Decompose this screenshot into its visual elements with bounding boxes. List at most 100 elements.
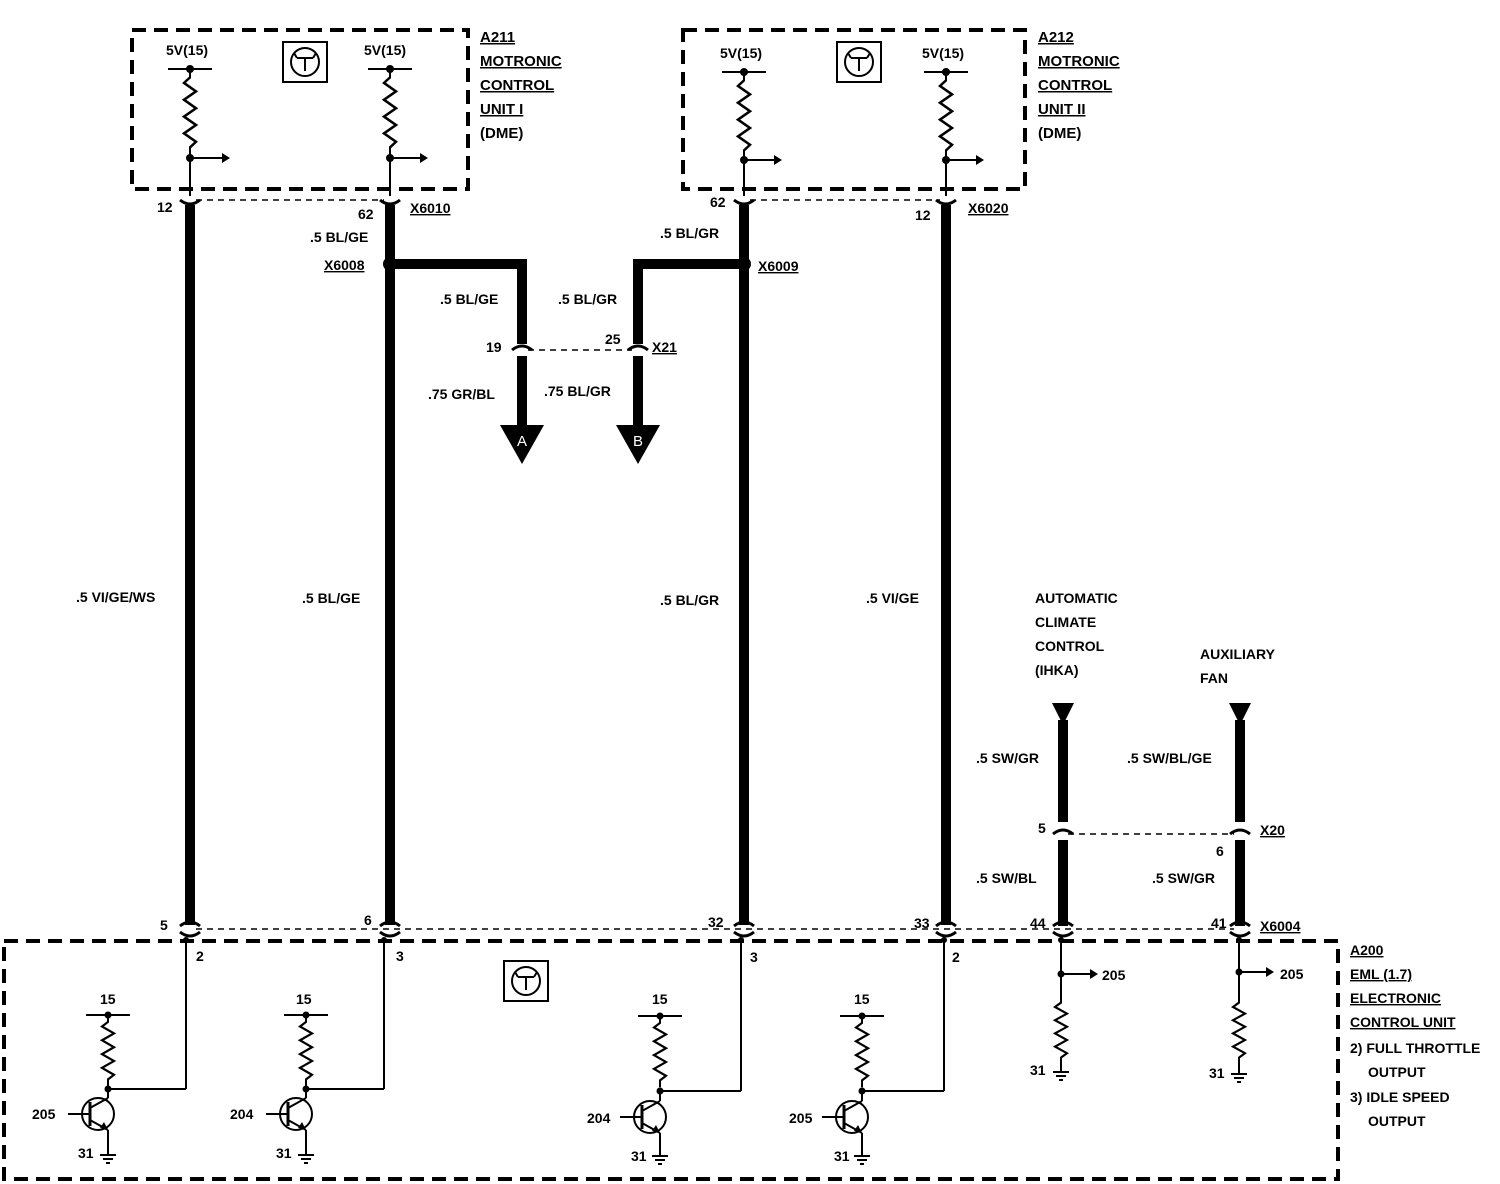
a200-note-1: 2) FULL THROTTLE — [1350, 1040, 1480, 1056]
transistor-stage-4: 15 205 31 — [789, 937, 947, 1165]
ihka-destination: AUTOMATIC CLIMATE CONTROL (IHKA) — [1035, 590, 1118, 678]
a200-note-4: OUTPUT — [1368, 1113, 1426, 1129]
pin-12-a211: 12 — [157, 199, 173, 215]
svg-text:204: 204 — [587, 1110, 611, 1126]
x21-terminal-19 — [511, 344, 533, 352]
svg-text:15: 15 — [652, 991, 668, 1007]
a212-line-3: UNIT II — [1038, 101, 1086, 118]
svg-text:31: 31 — [78, 1145, 94, 1161]
svg-text:FAN: FAN — [1200, 670, 1228, 686]
subpin-3-a: 3 — [396, 948, 404, 964]
a212-line-4: (DME) — [1038, 125, 1081, 142]
svg-text:31: 31 — [276, 1145, 292, 1161]
pin-12-a212: 12 — [915, 207, 931, 223]
label-wire-bl-gr-top: .5 BL/GR — [660, 225, 719, 241]
a212-line-2: CONTROL — [1038, 77, 1112, 94]
svg-text:31: 31 — [631, 1148, 647, 1164]
transistor-stage-1: 15 205 31 — [32, 937, 189, 1164]
a212-id: A212 — [1038, 29, 1074, 46]
pin-6: 6 — [364, 912, 372, 928]
svg-text:205: 205 — [789, 1110, 813, 1126]
a212-ic-icon — [836, 41, 882, 83]
label-wire-bl-ge: .5 BL/GE — [302, 590, 360, 606]
label-wire-vi-ge-ws: .5 VI/GE/WS — [76, 589, 155, 605]
connector-x20: X20 — [1260, 822, 1285, 838]
svg-text:31: 31 — [1030, 1062, 1046, 1078]
connector-x6009: X6009 — [758, 258, 799, 274]
label-wire-b-out: .75 BL/GR — [544, 383, 611, 399]
a211-pullup-right: 5V(15) — [364, 42, 428, 196]
a200-line-2: ELECTRONIC — [1350, 990, 1441, 1006]
subpin-3-b: 3 — [750, 949, 758, 965]
transistor-stage-2: 15 204 31 — [230, 937, 387, 1164]
a211-enclosure — [130, 28, 470, 191]
subpin-2-a: 2 — [196, 948, 204, 964]
a200-note-2: OUTPUT — [1368, 1064, 1426, 1080]
transistor-stage-3: 15 204 31 — [587, 937, 744, 1165]
pin-32: 32 — [708, 914, 724, 930]
a212-pullup-right: 5V(15) — [922, 45, 984, 196]
connector-x6004: X6004 — [1260, 918, 1301, 934]
connector-x6020: X6020 — [968, 200, 1009, 216]
svg-text:204: 204 — [230, 1106, 254, 1122]
svg-text:31: 31 — [834, 1148, 850, 1164]
wire-branch-bl-gr — [633, 259, 744, 344]
a211-id: A211 — [480, 29, 515, 46]
x21-terminal-25 — [627, 344, 649, 352]
fan-arrow-icon — [1229, 703, 1251, 725]
pin-33: 33 — [914, 915, 930, 931]
arrow-a-icon: A — [500, 425, 544, 464]
pin-6-x20: 6 — [1216, 843, 1224, 859]
svg-text:15: 15 — [100, 991, 116, 1007]
input-stage-41: 205 31 — [1209, 937, 1304, 1083]
svg-text:5V(15): 5V(15) — [166, 42, 208, 58]
svg-text:CLIMATE: CLIMATE — [1035, 614, 1096, 630]
pin-62-a211: 62 — [358, 206, 374, 222]
ihka-arrow-icon — [1052, 703, 1074, 725]
subpin-2-b: 2 — [952, 949, 960, 965]
svg-text:15: 15 — [854, 991, 870, 1007]
connector-terminals-top — [179, 198, 957, 206]
input-stage-44: 205 31 — [1030, 937, 1126, 1081]
a211-line-4: (DME) — [480, 125, 523, 142]
a211-line-3: UNIT I — [480, 101, 523, 118]
a212-pullup-left: 5V(15) — [720, 45, 782, 196]
label-branch-to-a: .5 BL/GE — [440, 291, 498, 307]
a200-id: A200 — [1350, 942, 1384, 958]
a200-line-3: CONTROL UNIT — [1350, 1014, 1456, 1030]
svg-text:5V(15): 5V(15) — [922, 45, 964, 61]
a200-enclosure — [2, 939, 1340, 1181]
arrow-b-icon: B — [616, 425, 660, 464]
pin-41: 41 — [1211, 915, 1227, 931]
connector-x21: X21 — [652, 339, 677, 355]
svg-text:205: 205 — [1102, 967, 1126, 983]
a200-line-1: EML (1.7) — [1350, 966, 1412, 982]
svg-text:AUXILIARY: AUXILIARY — [1200, 646, 1276, 662]
x20-terminal-6 — [1229, 828, 1251, 836]
fan-destination: AUXILIARY FAN — [1200, 646, 1276, 686]
label-wire-ihka-bot: .5 SW/BL — [976, 870, 1037, 886]
connector-x6010: X6010 — [410, 200, 451, 216]
label-branch-to-b: .5 BL/GR — [558, 291, 617, 307]
connector-x6008: X6008 — [324, 257, 365, 273]
a200-ic-icon — [503, 960, 549, 1002]
label-wire-a-out: .75 GR/BL — [428, 386, 495, 402]
svg-text:31: 31 — [1209, 1065, 1225, 1081]
wire-branch-bl-ge — [390, 259, 527, 344]
a212-line-1: MOTRONIC — [1038, 53, 1120, 70]
a200-note-3: 3) IDLE SPEED — [1350, 1089, 1450, 1105]
svg-text:205: 205 — [1280, 966, 1304, 982]
label-wire-bl-gr: .5 BL/GR — [660, 592, 719, 608]
svg-text:15: 15 — [296, 991, 312, 1007]
a212-enclosure — [681, 28, 1027, 191]
a211-line-1: MOTRONIC — [480, 53, 562, 70]
pin-5-x20: 5 — [1038, 820, 1046, 836]
label-wire-ihka-top: .5 SW/GR — [976, 750, 1039, 766]
pin-19: 19 — [486, 339, 502, 355]
pin-5: 5 — [160, 917, 168, 933]
a211-ic-icon — [282, 41, 328, 83]
svg-text:A: A — [517, 433, 527, 450]
label-wire-bl-ge-top: .5 BL/GE — [310, 229, 368, 245]
pin-62-a212: 62 — [710, 194, 726, 210]
